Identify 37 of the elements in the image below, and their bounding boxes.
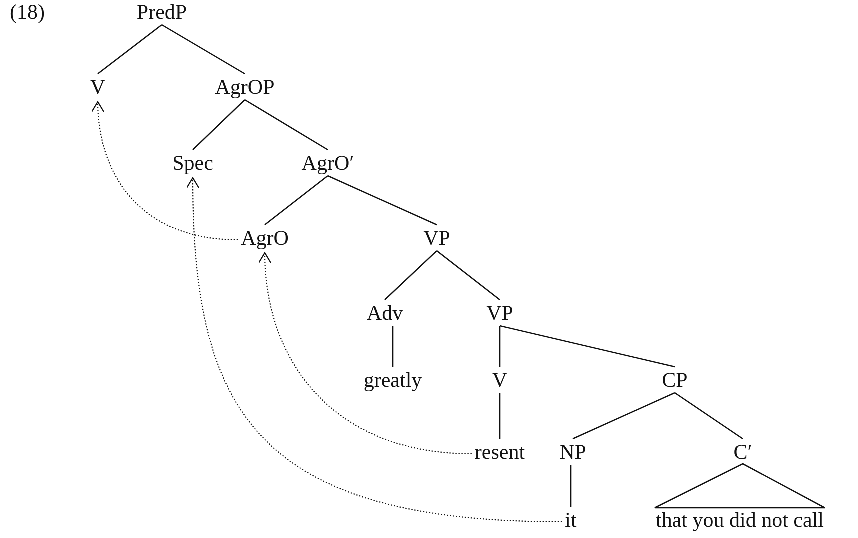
branch-line (572, 392, 676, 440)
branch-line (570, 465, 572, 507)
branch-line (162, 24, 246, 75)
tree-node-label: AgrOP (214, 75, 276, 99)
branch-line (192, 100, 246, 150)
tree-node-label: AgrO′ (300, 151, 356, 175)
branch-line (98, 24, 162, 75)
tree-node-label: VP (486, 301, 514, 325)
tree-node-label: NP (558, 440, 588, 464)
triangle-branch (654, 463, 826, 509)
branch-line (674, 392, 744, 440)
tree-node-label: greatly (362, 368, 424, 392)
branch-line (328, 175, 438, 226)
branch-line (244, 99, 328, 151)
tree-node-label: C′ (732, 440, 754, 464)
branch-line (384, 250, 438, 300)
tree-node-label: that you did not call (655, 508, 825, 532)
tree-node-label: Adv (366, 301, 404, 325)
movement-arrow (92, 101, 238, 241)
tree-node-label: Spec (172, 151, 214, 175)
tree-node-label: resent (474, 440, 526, 464)
branch-line (499, 326, 501, 367)
example-number: (18) (10, 0, 45, 24)
tree-node-label: V (491, 368, 509, 392)
tree-node-label: AgrO (240, 226, 290, 250)
movement-arrow (258, 252, 472, 455)
branch-line (499, 393, 501, 439)
movement-arrow (186, 177, 562, 523)
tree-node-label: V (89, 75, 107, 99)
tree-node-label: it (564, 508, 578, 532)
tree-node-label: VP (422, 226, 452, 250)
tree-node-label: PredP (136, 0, 188, 24)
branch-line (392, 326, 394, 367)
branch-line (436, 250, 500, 301)
branch-line (500, 325, 676, 368)
tree-node-label: CP (661, 368, 689, 392)
branch-line (264, 175, 328, 226)
